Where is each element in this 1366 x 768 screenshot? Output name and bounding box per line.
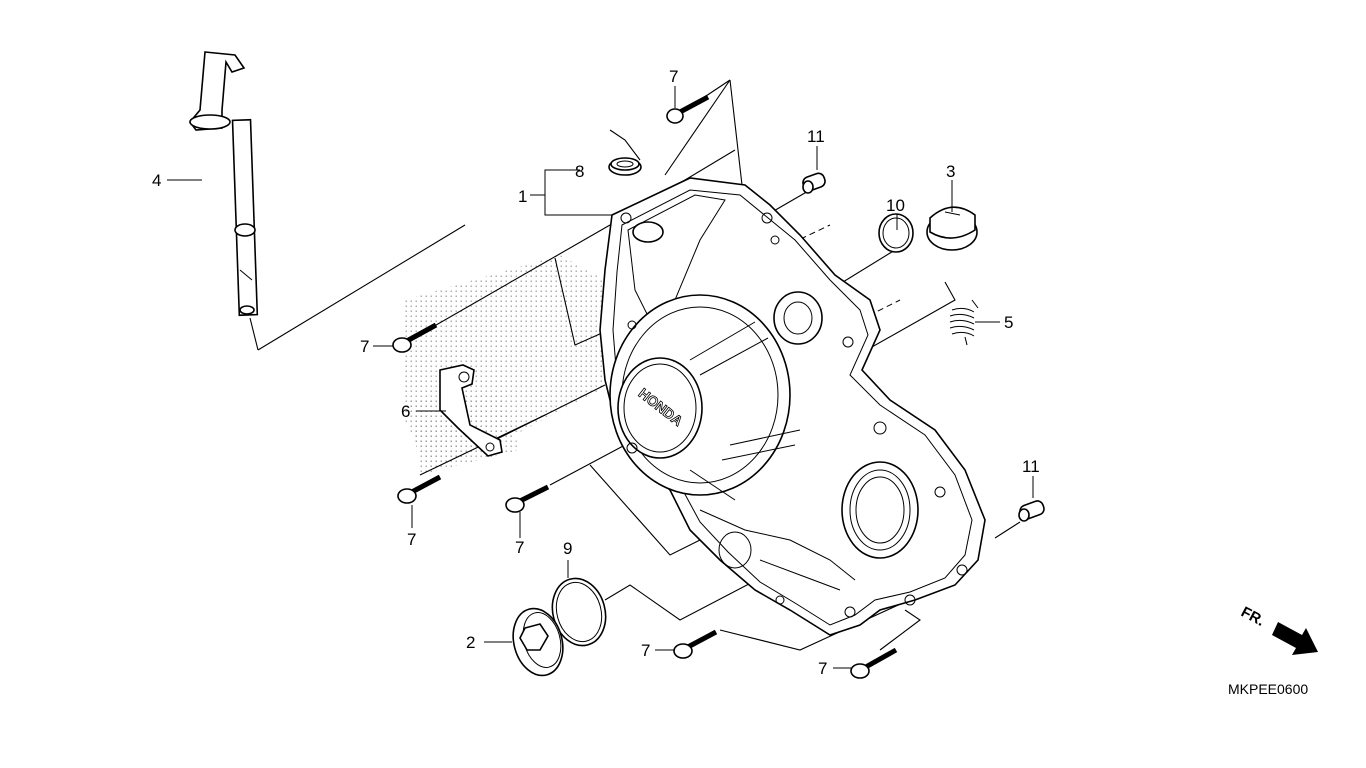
callout-2: 2 [466, 633, 475, 652]
callout-9: 9 [563, 539, 572, 558]
o-ring-part-10 [878, 213, 914, 253]
bolt-part-7-bottom-center [673, 629, 718, 659]
front-arrow-icon [1272, 622, 1318, 655]
callout-6: 6 [401, 402, 410, 421]
bolt-part-7-top [666, 94, 710, 124]
callout-7-left-upper: 7 [360, 337, 369, 356]
callout-7-bottom-center: 7 [641, 641, 650, 660]
seal-part-8 [608, 157, 642, 176]
callout-5: 5 [1004, 313, 1013, 332]
callout-3: 3 [946, 162, 955, 181]
callout-7-bottom-right: 7 [818, 659, 827, 678]
front-direction-indicator: FR. [1238, 604, 1318, 655]
drawing-code: MKPEE0600 [1228, 681, 1308, 697]
bracket-part-6 [439, 364, 503, 457]
callout-4: 4 [152, 171, 161, 190]
spring-part-5 [949, 299, 979, 346]
callout-labels: 1 2 3 4 5 6 7 7 7 7 7 7 8 9 10 11 11 [152, 67, 1040, 678]
callout-7-top: 7 [669, 67, 678, 86]
bolt-part-7-left-lower [397, 474, 442, 504]
gasket-part-9 [551, 577, 607, 647]
spindle-rod-part-4 [188, 51, 259, 317]
bolt-part-7-bottom-right [850, 647, 898, 679]
dowel-pin-part-11-top [802, 172, 826, 194]
callout-7-left-lower: 7 [407, 530, 416, 549]
callout-11-top: 11 [807, 127, 825, 146]
filler-cap-part-3 [926, 206, 978, 251]
callout-11-bottom: 11 [1022, 457, 1040, 476]
callout-lines [167, 86, 1034, 669]
callout-7-center: 7 [515, 538, 524, 557]
dowel-pin-part-11-bottom [1018, 500, 1045, 522]
clutch-cover-part-1 [599, 177, 986, 636]
bolt-part-7-left-upper [392, 322, 438, 353]
callout-8: 8 [575, 162, 584, 181]
callout-10: 10 [886, 196, 905, 215]
plug-part-2 [512, 607, 564, 677]
front-label: FR. [1238, 604, 1267, 630]
callout-1: 1 [518, 187, 527, 206]
bolt-part-7-center [505, 484, 550, 513]
